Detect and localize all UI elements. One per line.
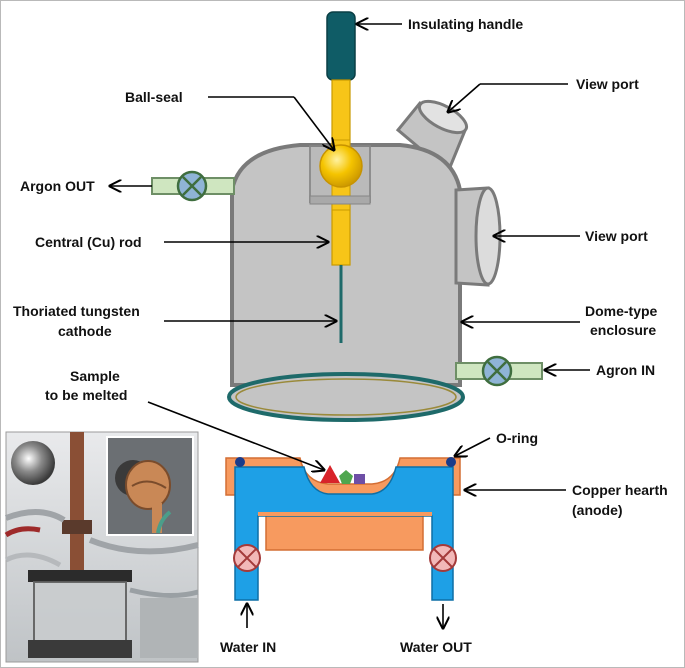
label-argon-in: Agron IN [596, 362, 655, 378]
labels: Insulating handle View port Ball-seal Ar… [13, 16, 668, 655]
o-ring-left-icon [235, 457, 245, 467]
sample-pentagon-icon [339, 470, 353, 484]
water-channel [234, 466, 454, 601]
sample-triangle-icon [320, 465, 340, 483]
label-enclosure-line2: enclosure [590, 322, 656, 338]
argon-in-pipe [455, 355, 543, 387]
view-port-side [454, 186, 502, 287]
label-o-ring: O-ring [496, 430, 538, 446]
label-view-port-top: View port [576, 76, 639, 92]
ball-seal [319, 144, 363, 188]
label-water-out: Water OUT [400, 639, 472, 655]
label-hearth-line1: Copper hearth [572, 482, 668, 498]
label-cathode-line1: Thoriated tungsten [13, 303, 140, 319]
callout-arrows [110, 24, 590, 628]
copper-hearth [225, 457, 461, 601]
label-ball-seal: Ball-seal [125, 89, 183, 105]
label-sample-line1: Sample [70, 368, 120, 384]
dome-o-ring [227, 372, 465, 422]
sample-cube-icon [354, 474, 365, 484]
central-rod-assembly [309, 11, 371, 343]
insulating-handle [326, 11, 356, 81]
label-insulating-handle: Insulating handle [408, 16, 523, 32]
argon-out-pipe [151, 170, 235, 202]
label-cathode-line2: cathode [58, 323, 112, 339]
label-sample-line2: to be melted [45, 387, 127, 403]
photo-inset [4, 431, 199, 663]
label-argon-out: Argon OUT [20, 178, 95, 194]
label-view-port-side: View port [585, 228, 648, 244]
label-central-rod: Central (Cu) rod [35, 234, 142, 250]
o-ring-right-icon [446, 457, 456, 467]
label-hearth-line2: (anode) [572, 502, 623, 518]
label-water-in: Water IN [220, 639, 276, 655]
label-enclosure-line1: Dome-type [585, 303, 658, 319]
melted-ball-photo [11, 441, 55, 485]
